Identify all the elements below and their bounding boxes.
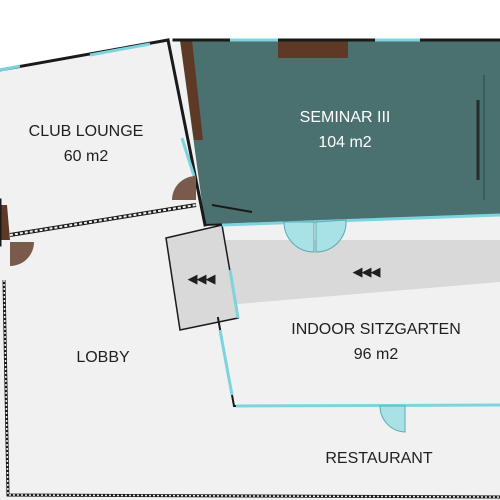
- windows: [0, 38, 500, 408]
- club-lounge-area: 60 m2: [64, 148, 109, 165]
- passage-direction-arrows: ◀◀◀: [188, 271, 216, 286]
- seminar-room-name: SEMINAR III: [300, 109, 391, 126]
- seminar-door-right[interactable]: [315, 219, 347, 253]
- window: [218, 329, 234, 396]
- lounge-partition-inner: [9, 204, 197, 236]
- seminar-wall-segment: [211, 204, 253, 213]
- club-lounge-wood-panel: [0, 205, 10, 240]
- corridor-band: [226, 240, 500, 305]
- restaurant-name: RESTAURANT: [325, 450, 432, 467]
- seminar-room-area-label: 104 m2: [318, 134, 371, 151]
- lounge-door[interactable]: [172, 176, 196, 200]
- seminar-door-left[interactable]: [283, 221, 315, 253]
- indoor-sitzgarten-name: INDOOR SITZGARTEN: [291, 321, 461, 338]
- lobby-name: LOBBY: [76, 349, 130, 366]
- window: [180, 137, 196, 177]
- window: [228, 269, 240, 319]
- window: [235, 403, 500, 408]
- window: [0, 64, 21, 72]
- window: [221, 213, 500, 227]
- indoor-sitzgarten-area: 96 m2: [354, 346, 399, 363]
- outer-boundary: [2, 279, 500, 499]
- seminar-wood-panel-top: [278, 40, 348, 58]
- window: [89, 42, 151, 57]
- restaurant-door[interactable]: [379, 405, 406, 433]
- wall: [166, 38, 207, 227]
- corridor-direction-arrows: ◀◀◀: [353, 264, 381, 279]
- seminar-wood-panel-left: [180, 40, 203, 140]
- seminar-room-area[interactable]: [180, 40, 500, 225]
- lobby-door[interactable]: [10, 242, 34, 266]
- club-lounge-name: CLUB LOUNGE: [29, 123, 144, 140]
